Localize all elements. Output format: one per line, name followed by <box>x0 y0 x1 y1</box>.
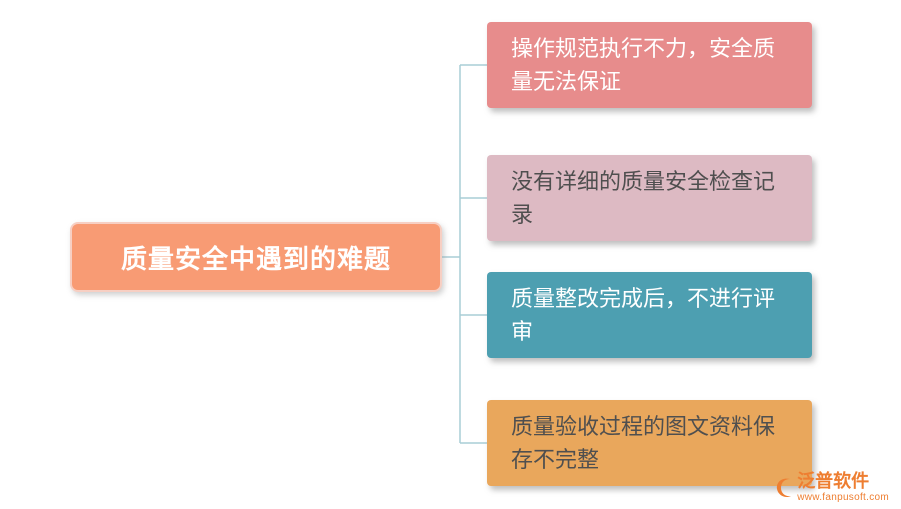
watermark: 泛普软件 www.fanpusoft.com <box>773 471 889 503</box>
subtopic-3[interactable]: 质量整改完成后，不进行评审 <box>487 272 812 358</box>
subtopic-4[interactable]: 质量验收过程的图文资料保存不完整 <box>487 400 812 486</box>
subtopic-2[interactable]: 没有详细的质量安全检查记录 <box>487 155 812 241</box>
fanpu-logo-icon <box>773 474 793 500</box>
watermark-url: www.fanpusoft.com <box>797 491 889 503</box>
watermark-brand: 泛普软件 <box>797 470 870 491</box>
root-topic[interactable]: 质量安全中遇到的难题 <box>70 222 442 292</box>
subtopic-1[interactable]: 操作规范执行不力，安全质量无法保证 <box>487 22 812 108</box>
watermark-text: 泛普软件 www.fanpusoft.com <box>797 471 889 503</box>
